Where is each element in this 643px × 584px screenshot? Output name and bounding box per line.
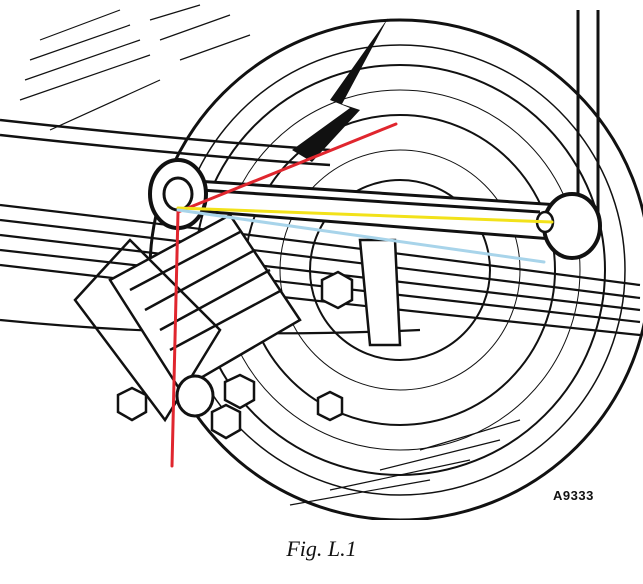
arrow-pointer-icon (292, 18, 388, 162)
right-eye-bush (535, 192, 602, 260)
tyre-hatching (19, 4, 521, 506)
figure-caption: Fig. L.1 (286, 536, 357, 561)
yellow-line (176, 206, 554, 224)
figure-reference-code: A9333 (553, 488, 594, 503)
red-vertical-line (170, 210, 180, 468)
blue-line (176, 208, 546, 264)
shock-absorber (73, 213, 302, 423)
securing-nuts (116, 270, 354, 440)
chassis-member (0, 118, 331, 167)
red-horizontal-line (176, 122, 398, 214)
suspension-illustration (0, 4, 643, 520)
overlay-lines (170, 122, 554, 468)
lower-eye-bush (175, 374, 215, 418)
mounting-bracket (358, 238, 402, 347)
